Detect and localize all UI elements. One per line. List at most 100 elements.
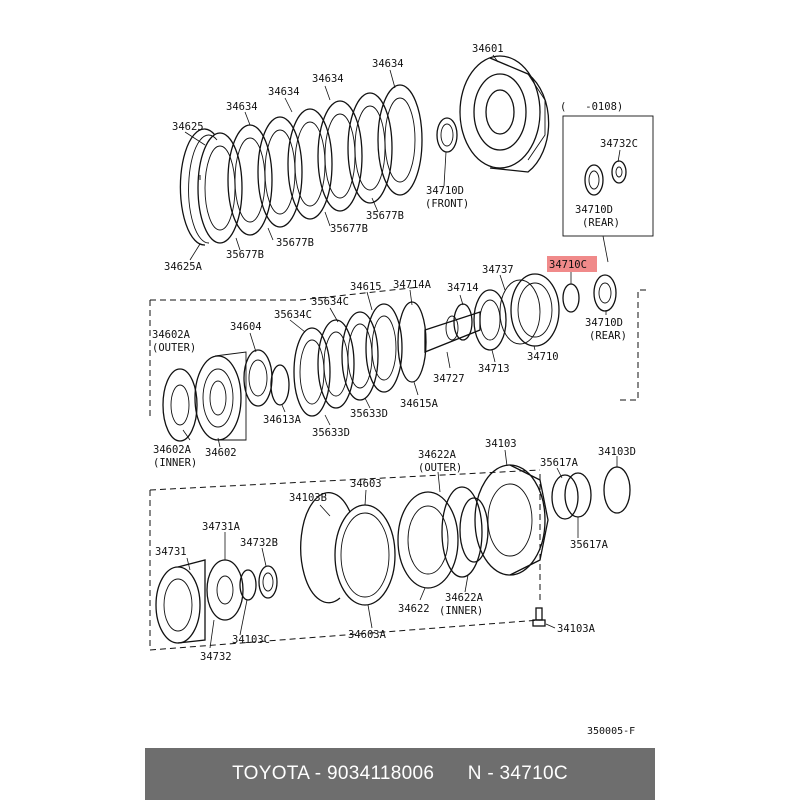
middle-assembly bbox=[162, 273, 617, 442]
label-inner2: (INNER) bbox=[439, 605, 483, 617]
label-34103a: 34103A bbox=[557, 623, 596, 635]
label-35617a: 35617A bbox=[540, 457, 579, 469]
washer-34732 bbox=[239, 569, 257, 601]
label-34103c: 34103C bbox=[232, 634, 270, 646]
label-34615: 34615 bbox=[350, 281, 382, 293]
snap-ring-34613a bbox=[270, 364, 290, 406]
housing-34103 bbox=[474, 464, 549, 576]
label-34634: 34634 bbox=[312, 73, 344, 85]
label-34710c: 34710C bbox=[549, 259, 587, 271]
oring-34622a-inner bbox=[459, 497, 489, 563]
label-35677b: 35677B bbox=[330, 223, 368, 235]
label-rear-inset: (REAR) bbox=[582, 217, 620, 229]
label-34710d-front: 34710D bbox=[426, 185, 464, 197]
label-34103: 34103 bbox=[485, 438, 517, 450]
label-34622a-outer: 34622A bbox=[418, 449, 457, 461]
label-34731: 34731 bbox=[155, 546, 187, 558]
seal-35617a-a bbox=[551, 474, 579, 520]
label-34710: 34710 bbox=[527, 351, 559, 363]
ring-34714 bbox=[453, 303, 473, 341]
inset-box bbox=[562, 115, 654, 263]
washer-34103d bbox=[603, 466, 631, 514]
label-35634c: 35634C bbox=[311, 296, 349, 308]
label-34602: 34602 bbox=[205, 447, 237, 459]
label-35677b: 35677B bbox=[366, 210, 404, 222]
label-inset-range: ( -0108) bbox=[560, 101, 623, 113]
bolt-34103a bbox=[532, 607, 546, 627]
label-34634: 34634 bbox=[268, 86, 300, 98]
label-34625: 34625 bbox=[172, 121, 204, 133]
thrust-washer-34710c bbox=[562, 283, 580, 313]
clutch-drum-34601 bbox=[459, 55, 550, 173]
snap-ring-34625 bbox=[179, 128, 218, 246]
drum-34731 bbox=[155, 559, 206, 644]
top-clutch-pack bbox=[179, 55, 550, 246]
label-35634c: 35634C bbox=[274, 309, 312, 321]
spring-retainer-34604 bbox=[243, 349, 273, 407]
label-34603: 34603 bbox=[350, 478, 382, 490]
label-inner: (INNER) bbox=[153, 457, 197, 469]
label-34615a: 34615A bbox=[400, 398, 439, 410]
label-34714: 34714 bbox=[447, 282, 479, 294]
oring-34622a-outer bbox=[441, 486, 483, 578]
piston-34622 bbox=[397, 491, 459, 589]
label-34622: 34622 bbox=[398, 603, 430, 615]
label-34622a-inner: 34622A bbox=[445, 592, 484, 604]
leader-lines-top bbox=[184, 54, 499, 261]
dashed-boundaries bbox=[149, 175, 648, 651]
leader-lines-middle bbox=[182, 272, 607, 448]
label-34613a: 34613A bbox=[263, 414, 302, 426]
label-34714a: 34714A bbox=[393, 279, 432, 291]
label-34634: 34634 bbox=[226, 101, 258, 113]
label-rear: (REAR) bbox=[589, 330, 627, 342]
bearing-34710d-front bbox=[436, 117, 458, 153]
label-35617a: 35617A bbox=[570, 539, 609, 551]
washer-34602a bbox=[162, 368, 198, 442]
label-34601: 34601 bbox=[472, 43, 504, 55]
label-34732b: 34732B bbox=[240, 537, 278, 549]
footer-bar bbox=[145, 748, 655, 800]
label-34731a: 34731A bbox=[202, 521, 241, 533]
bearing-34732b bbox=[258, 565, 278, 599]
figure-code: 350005-F bbox=[587, 726, 635, 737]
leader-lines-bottom bbox=[186, 449, 618, 649]
label-34603a: 34603A bbox=[348, 629, 387, 641]
label-34710d-rear: 34710D bbox=[585, 317, 623, 329]
label-front: (FRONT) bbox=[425, 198, 469, 210]
label-34602a-outer: 34602A bbox=[152, 329, 191, 341]
label-outer: (OUTER) bbox=[152, 342, 196, 354]
label-34732: 34732 bbox=[200, 651, 232, 663]
label-34602a-inner: 34602A bbox=[153, 444, 192, 456]
label-34732c: 34732C bbox=[600, 138, 638, 150]
label-34710d-inset: 34710D bbox=[575, 204, 613, 216]
label-35677b: 35677B bbox=[226, 249, 264, 261]
label-35633d: 35633D bbox=[312, 427, 350, 439]
footer-caption: TOYOTA - 9034118006 N - 34710C bbox=[232, 763, 568, 784]
label-34713: 34713 bbox=[478, 363, 510, 375]
label-34737: 34737 bbox=[482, 264, 514, 276]
snap-ring-34103b bbox=[300, 492, 351, 604]
label-34604: 34604 bbox=[230, 321, 262, 333]
highlight-34710c bbox=[547, 256, 597, 272]
hub-34713 bbox=[473, 289, 507, 351]
label-34727: 34727 bbox=[433, 373, 465, 385]
part-labels: 34601 34634 34634 34634 34634 34625 3462… bbox=[152, 43, 638, 737]
clutch-discs-middle bbox=[293, 303, 403, 417]
label-34625a: 34625A bbox=[164, 261, 203, 273]
label-35633d: 35633D bbox=[350, 408, 388, 420]
brake-band-34603 bbox=[334, 504, 396, 606]
label-35677b: 35677B bbox=[276, 237, 314, 249]
label-34103b: 34103B bbox=[289, 492, 327, 504]
label-34103d: 34103D bbox=[598, 446, 636, 458]
one-way-clutch-34710 bbox=[499, 273, 560, 347]
label-outer2: (OUTER) bbox=[418, 462, 462, 474]
bottom-assembly bbox=[155, 464, 631, 644]
clutch-discs-top bbox=[197, 84, 423, 244]
planetary-34731a bbox=[206, 559, 244, 621]
piston-34602 bbox=[194, 351, 247, 441]
label-34634: 34634 bbox=[372, 58, 404, 70]
shaft-34727 bbox=[424, 311, 481, 353]
bearing-34710d-rear bbox=[593, 274, 617, 312]
